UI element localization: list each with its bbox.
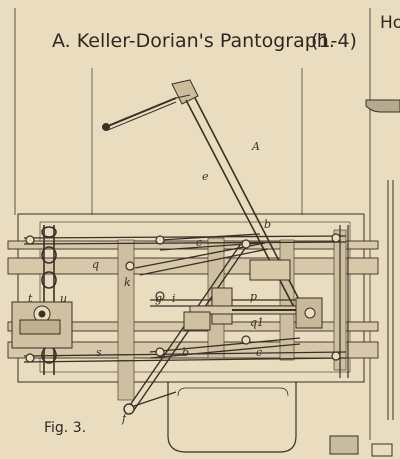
- label-q: q: [92, 258, 99, 271]
- right-margin-fragments: [329, 99, 400, 457]
- pivot-points: [25, 233, 341, 363]
- label-c-top: c: [196, 236, 202, 249]
- label-A: A: [251, 140, 260, 153]
- label-t: t: [28, 292, 33, 305]
- label-b-top: b: [264, 218, 271, 231]
- label-p: p: [250, 290, 257, 303]
- figure-caption: Fig. 3.: [44, 420, 86, 436]
- spindle-assembly: [183, 259, 323, 331]
- label-e: e: [202, 170, 209, 183]
- label-q1: q1: [250, 316, 264, 329]
- label-g: g: [155, 292, 162, 305]
- label-c-bottom: c: [256, 346, 262, 359]
- pedestal: [167, 382, 297, 453]
- plate-title: A. Keller-Dorian's Pantograph.: [52, 30, 335, 52]
- outer-frame: [14, 8, 371, 440]
- label-s: s: [96, 346, 102, 359]
- corner-text: Ho: [380, 13, 400, 33]
- plate-range: (1-4): [311, 30, 357, 52]
- base-table: [17, 213, 365, 383]
- label-b-bottom: b: [182, 346, 189, 359]
- label-u: u: [60, 292, 67, 305]
- label-i: i: [172, 292, 176, 305]
- label-f: f: [121, 412, 128, 425]
- left-pulley-block: [11, 301, 73, 349]
- label-k: k: [124, 276, 131, 289]
